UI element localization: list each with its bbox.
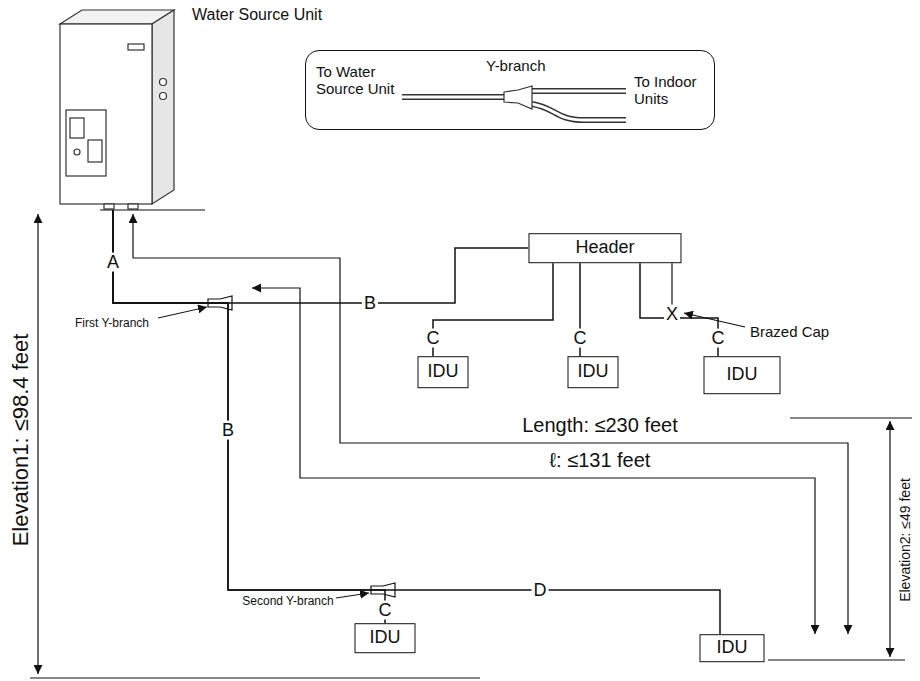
leader-line — [336, 593, 369, 598]
node-text: IDU — [727, 364, 758, 386]
reference-line — [768, 659, 905, 660]
node-text: IDU — [370, 627, 401, 649]
pipe-letter: B — [362, 294, 378, 313]
reference-line — [790, 417, 912, 418]
indoor-unit-box: IDU — [355, 623, 416, 653]
indoor-unit-box: IDU — [568, 356, 619, 388]
node-text: IDU — [428, 361, 459, 383]
callout-text: Second Y-branch — [240, 595, 335, 608]
length-dimension — [252, 288, 815, 634]
water-source-unit-drawing — [60, 10, 174, 209]
node-text: To Water Source Unit — [316, 63, 396, 98]
node-text: IDU — [578, 361, 609, 383]
refrigerant-pipe — [113, 210, 385, 623]
node-text: To Indoor Units — [634, 73, 710, 108]
refrigerant-pipe — [113, 210, 528, 303]
refrigerant-pipe — [640, 263, 718, 356]
pipe-letter: C — [425, 329, 442, 348]
capped-stub — [671, 258, 672, 305]
reference-line — [30, 677, 480, 678]
y-branch-inset-drawing — [402, 86, 626, 120]
pipe-letter: B — [220, 421, 236, 440]
dimension-text: Elevation1: ≤98.4 feet — [9, 332, 32, 549]
dimension-text: Length: ≤230 feet — [520, 415, 680, 436]
elevation-arrow — [889, 421, 890, 657]
pipe-letter: C — [377, 601, 394, 620]
dimension-text: Elevation2: ≤49 feet — [898, 476, 913, 604]
header-box: Header — [528, 233, 681, 263]
water-source-unit: Water Source Unit — [58, 0, 178, 210]
leader-line — [684, 313, 745, 327]
pipe-letter: C — [710, 329, 727, 348]
pipe-letter: D — [532, 581, 549, 600]
callout-text: Brazed Cap — [748, 324, 831, 340]
y-branch-inset: To Water Source Unit Y-branch To Indoor Un… — [305, 50, 715, 130]
node-text: Water Source Unit — [192, 6, 322, 24]
refrigerant-pipe — [433, 263, 553, 356]
cap-mark: X — [664, 305, 680, 324]
callout-text: First Y-branch — [73, 317, 151, 330]
indoor-unit-box: IDU — [700, 634, 765, 662]
reference-line — [100, 209, 205, 210]
node-text: Y-branch — [486, 57, 546, 74]
indoor-unit-box: IDU — [704, 356, 781, 394]
indoor-unit-box: IDU — [418, 356, 469, 388]
elevation-arrow — [37, 214, 38, 674]
node-text: IDU — [717, 637, 748, 659]
node-text: Header — [575, 237, 634, 259]
refrigerant-pipe — [113, 210, 720, 634]
dimension-text: ℓ: ≤131 feet — [548, 450, 653, 471]
pipe-letter: C — [572, 329, 589, 348]
leader-line — [158, 307, 207, 318]
length-dimension — [133, 214, 848, 634]
pipe-letter: A — [105, 253, 121, 272]
